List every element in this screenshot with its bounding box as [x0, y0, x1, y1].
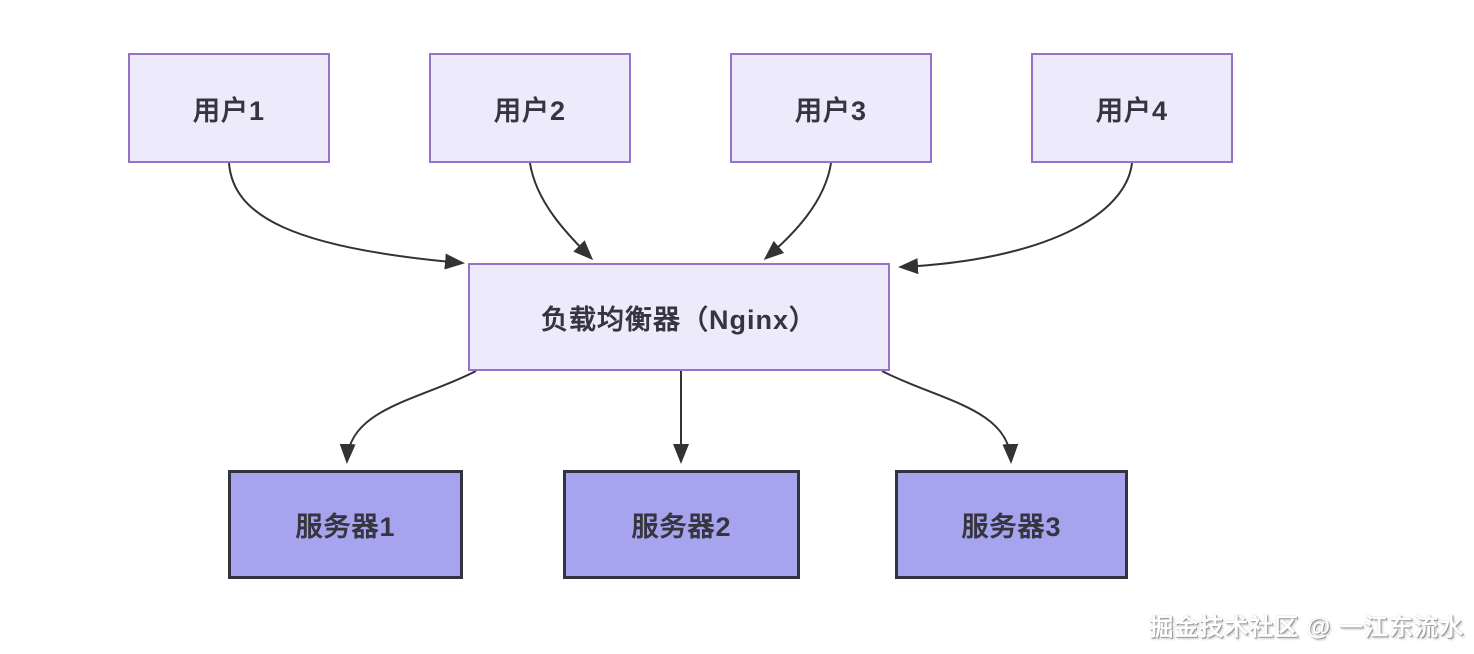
node-user-2: 用户2 — [429, 53, 631, 163]
node-user-4-label: 用户4 — [1095, 95, 1169, 126]
node-user-1-label: 用户1 — [192, 95, 266, 126]
node-server-2: 服务器2 — [563, 470, 800, 579]
node-user-3-label: 用户3 — [794, 95, 868, 126]
node-load-balancer: 负载均衡器（Nginx） — [468, 263, 890, 371]
node-user-1: 用户1 — [128, 53, 330, 163]
watermark: 掘金技术社区 @ 一江东流水 — [1149, 614, 1464, 641]
node-server-3-label: 服务器3 — [961, 512, 1062, 542]
edge-user1-to-lb — [228, 162, 465, 270]
node-user-3: 用户3 — [730, 53, 932, 163]
node-server-2-label: 服务器2 — [631, 512, 732, 542]
node-server-1: 服务器1 — [228, 470, 463, 579]
edge-user3-to-lb — [763, 162, 832, 260]
edge-user2-to-lb — [529, 162, 594, 261]
node-server-3: 服务器3 — [895, 470, 1128, 579]
edge-lb-to-server3 — [881, 370, 1019, 464]
edge-lb-to-server1 — [339, 370, 477, 464]
edge-user4-to-lb — [898, 162, 1133, 275]
node-user-2-label: 用户2 — [493, 95, 567, 126]
node-user-4: 用户4 — [1031, 53, 1233, 163]
node-load-balancer-label: 负载均衡器（Nginx） — [540, 304, 817, 335]
node-server-1-label: 服务器1 — [295, 512, 396, 542]
